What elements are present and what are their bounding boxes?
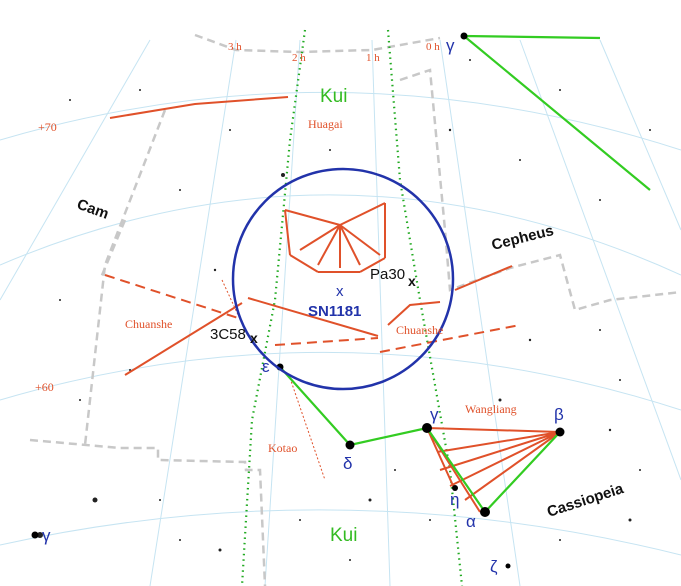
coordinate-grid [0, 39, 681, 586]
dec-circle-70 [0, 91, 681, 151]
label-kui-bottom: Kui [330, 525, 357, 546]
star-delta [345, 440, 355, 450]
kotao-line [289, 377, 326, 481]
label-pa30: Pa30 [370, 266, 405, 283]
boundary-cepheus [399, 68, 681, 312]
chuanshe-right-dashed [379, 324, 521, 353]
boundary-cam-left [83, 109, 167, 446]
chuanshe-right-line-2 [454, 265, 513, 291]
boundary-bottom [29, 438, 267, 586]
chuanshe-left-line [124, 302, 243, 376]
star-gamma-cas [422, 423, 432, 433]
star-alpha [480, 507, 490, 517]
constellation-lines [279, 34, 651, 514]
star-gamma-cep [460, 32, 468, 40]
kui-boundary-right [386, 29, 464, 586]
label-cepheus: Cepheus [490, 222, 556, 254]
label-cam: Cam [75, 196, 111, 223]
kui-boundary [240, 29, 464, 586]
ra-line-4h [0, 39, 151, 301]
background-stars [37, 59, 651, 561]
chuanshe-right-line [387, 301, 441, 326]
ra-label-1h: 1 h [366, 52, 380, 64]
greek-beta: β [554, 405, 564, 424]
greek-gamma-cam: γ [42, 526, 51, 545]
greek-zeta: ζ [490, 557, 498, 576]
dec-circle-65 [0, 194, 681, 276]
star-eta [452, 485, 458, 491]
ra-line-2h [264, 39, 301, 586]
label-kui-top: Kui [320, 86, 347, 107]
label-kotao: Kotao [268, 441, 297, 455]
greek-epsilon: ε [262, 357, 270, 376]
pa30-marker: x [408, 273, 416, 289]
ra-line-23h [519, 39, 681, 481]
ra-line-0h [439, 39, 521, 586]
label-cassiopeia: Cassiopeia [545, 480, 626, 521]
dec-circle-55 [0, 509, 681, 556]
boundary-cam-east [98, 219, 127, 281]
ra-line-1h [371, 39, 391, 586]
asterism-lines [104, 96, 561, 513]
star-zeta [505, 563, 511, 569]
sn1181-marker: x [336, 283, 344, 300]
wangliang-lines [426, 427, 561, 513]
greek-gamma-cas: γ [430, 405, 439, 424]
greek-alpha: α [466, 512, 476, 531]
dec-label-70: +70 [38, 120, 57, 134]
ra-label-0h: 0 h [426, 41, 440, 53]
star-beta [555, 427, 565, 437]
boundary-top [194, 33, 441, 54]
chuanshe-mid-dashed [274, 337, 379, 346]
ra-line-3h [149, 39, 237, 586]
label-sn1181: SN1181 [308, 303, 361, 320]
chuanshe-left-dashed [104, 274, 239, 319]
chuanshe-mid-line [247, 297, 379, 337]
named-stars [31, 32, 565, 569]
huagai-fan [284, 202, 386, 273]
cepheus-line [463, 34, 651, 191]
greek-eta: η [450, 490, 459, 509]
star-gamma-cam [31, 531, 39, 539]
label-wangliang: Wangliang [465, 402, 517, 416]
ra-label-2h: 2 h [292, 52, 306, 64]
huagai-lines [109, 96, 289, 119]
label-chuanshe-left: Chuanshe [125, 317, 172, 331]
ra-label-3h: 3 h [228, 41, 242, 53]
ra-line-22h [599, 39, 681, 231]
dec-label-60: +60 [35, 380, 54, 394]
sn1181-search-circle [231, 167, 455, 391]
3c58-marker: x [250, 330, 258, 346]
dec-circle-60 [0, 351, 681, 411]
label-chuanshe-right: Chuanshe [396, 323, 443, 337]
constellation-boundaries [29, 33, 681, 586]
greek-gamma-cep: γ [446, 36, 455, 55]
label-huagai: Huagai [308, 117, 343, 131]
label-3c58: 3C58 [210, 326, 246, 343]
greek-delta: δ [343, 454, 352, 473]
